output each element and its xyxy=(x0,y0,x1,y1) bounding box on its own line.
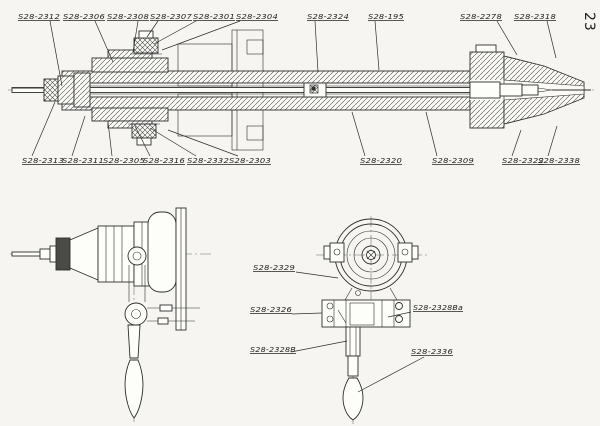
lower-lock-nut xyxy=(131,123,157,139)
chuck-cone xyxy=(69,227,99,281)
upper-bolt-cap xyxy=(138,30,154,39)
part-label: S28-2311 xyxy=(62,156,104,165)
knurled-grip xyxy=(55,237,71,271)
inner-sleeve xyxy=(469,81,501,99)
left-cone xyxy=(73,72,91,108)
part-label: S28-2303 xyxy=(229,156,271,165)
part-label: S28-2312 xyxy=(18,12,60,21)
side-view-drawing xyxy=(10,207,212,422)
hub xyxy=(361,245,381,265)
front-view-drawing xyxy=(316,216,430,424)
part-label: S28-2308 xyxy=(107,12,149,21)
bracket-block xyxy=(321,299,411,328)
part-label: S28-2320 xyxy=(360,156,402,165)
left-collar xyxy=(57,75,75,105)
bracket-bolt xyxy=(395,302,403,310)
part-label: S28-2324 xyxy=(307,12,349,21)
pivot-lower xyxy=(124,302,148,326)
center-plug xyxy=(521,84,539,96)
part-label: S28-2328Ba xyxy=(413,303,463,312)
part-label: S28-2313 xyxy=(22,156,64,165)
upper-clamp xyxy=(91,57,169,73)
part-label: S28-2328B xyxy=(250,345,296,354)
handle-knob-front xyxy=(342,377,364,421)
leader-lines xyxy=(31,20,558,393)
part-label: S28-195 xyxy=(368,12,404,21)
page-number: 23 xyxy=(581,12,597,32)
handle-knob xyxy=(124,359,144,419)
set-screw-2 xyxy=(157,317,169,325)
upper-lock-nut xyxy=(133,37,159,54)
part-label: S28-2305 xyxy=(103,156,145,165)
clamp-lug-left xyxy=(329,242,345,263)
part-label: S28-2322 xyxy=(502,156,544,165)
pivot-upper xyxy=(127,246,147,266)
part-label: S28-2338 xyxy=(538,156,580,165)
handle-upper-shaft xyxy=(345,326,361,357)
pilot-rod xyxy=(11,251,41,257)
part-label: S28-2336 xyxy=(411,347,453,356)
handle-shaft xyxy=(127,324,141,359)
part-label: S28-2332 xyxy=(187,156,229,165)
callout-labels: S28-2312 S28-2306 S28-2308 S28-2307 S28-… xyxy=(18,12,580,356)
part-label: S28-2301 xyxy=(193,12,235,21)
handle-lower-shaft xyxy=(347,355,359,377)
housing-dome xyxy=(147,211,177,293)
part-label: S28-2304 xyxy=(236,12,278,21)
clamp-lug-right xyxy=(397,242,413,263)
part-label: S28-2316 xyxy=(143,156,185,165)
part-label: S28-2329 xyxy=(253,263,295,272)
part-label: S28-2309 xyxy=(432,156,474,165)
set-screw-1 xyxy=(159,304,173,312)
part-label: S28-2326 xyxy=(250,305,292,314)
part-label: S28-2318 xyxy=(514,12,556,21)
left-end-nut xyxy=(43,78,59,102)
lower-clamp xyxy=(91,107,169,122)
main-assembly-section-view xyxy=(8,29,594,151)
part-label: S28-2307 xyxy=(150,12,192,21)
part-label: S28-2306 xyxy=(63,12,105,21)
lower-bolt-cap xyxy=(136,137,152,146)
part-label: S28-2278 xyxy=(460,12,502,21)
tube-wall-top xyxy=(61,70,471,84)
